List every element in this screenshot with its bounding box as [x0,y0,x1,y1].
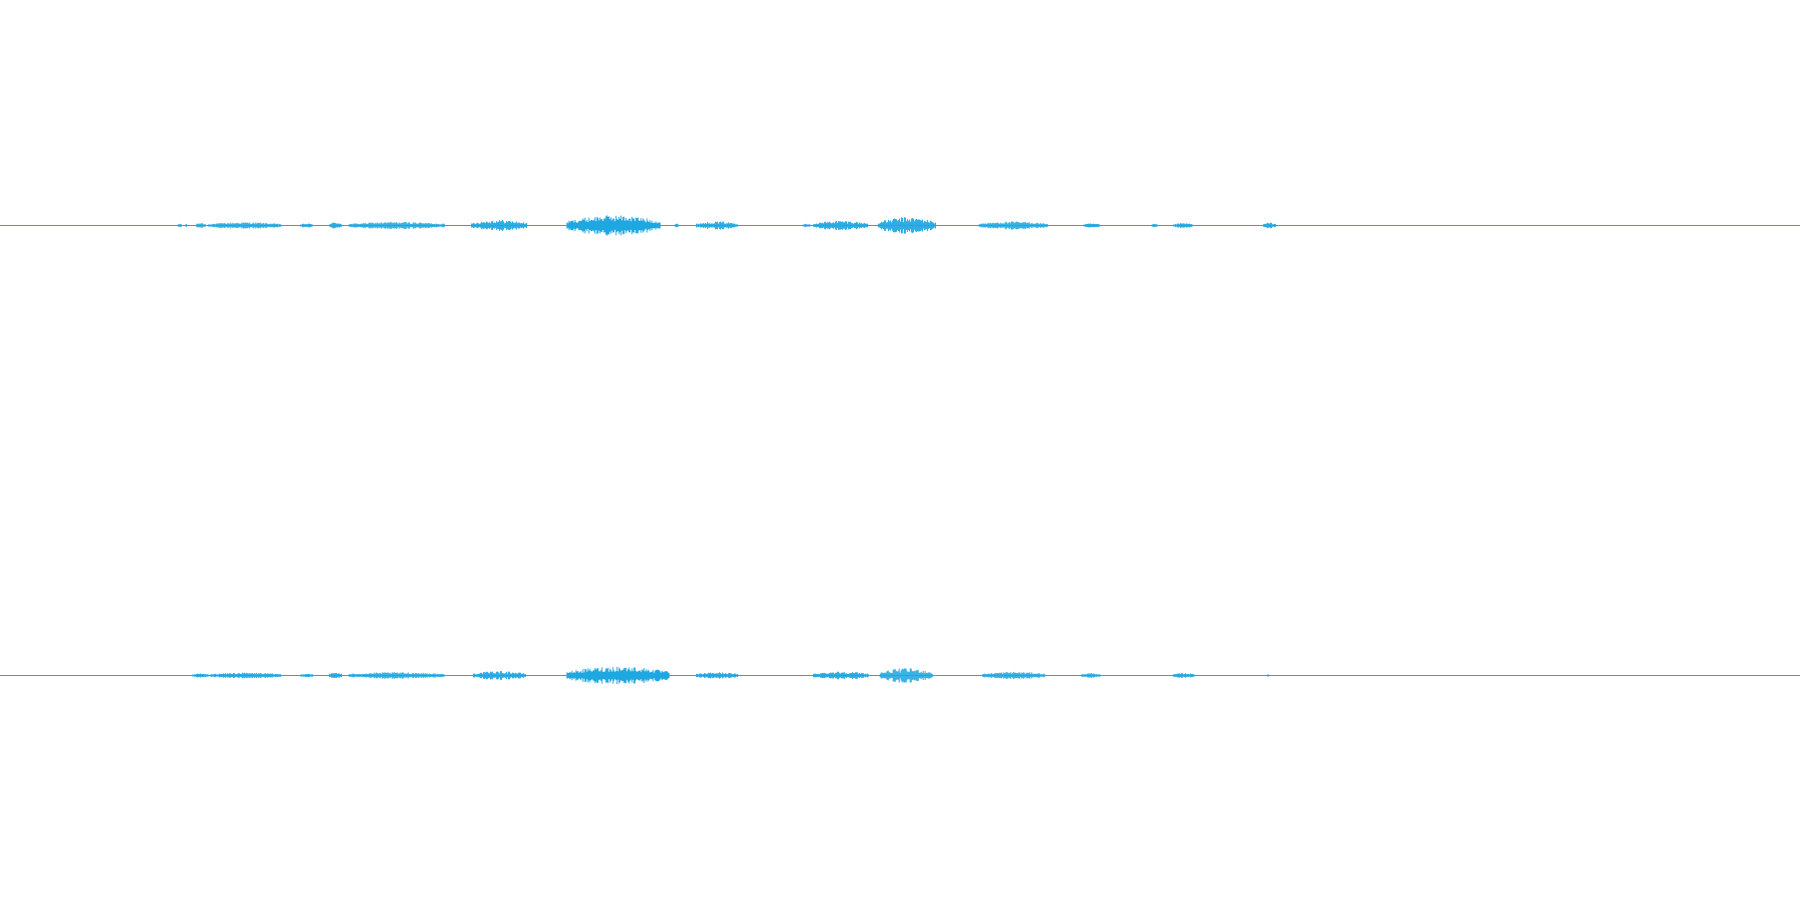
waveform-segment [208,222,282,229]
waveform-segment [300,673,314,678]
waveform-channel-2-plot [0,666,1800,685]
waveform-segment [813,671,870,680]
waveform-segment [566,666,670,685]
waveform-segment [210,672,282,679]
waveform-channel-1-plot [0,215,1800,236]
waveform-segment [982,671,1046,680]
waveform-segment [472,671,526,680]
waveform-segment [184,224,187,227]
waveform-channel-1 [0,215,1800,236]
waveform-segment [813,221,869,230]
waveform-segment [978,221,1048,230]
waveform-segment [348,221,445,230]
waveform-segment [802,223,811,228]
waveform-segment [328,222,342,229]
waveform-segment [1083,223,1101,228]
waveform-segment [1173,223,1194,228]
waveform-segment [696,672,739,679]
waveform-segment [1263,222,1277,229]
waveform-segment [674,223,679,228]
waveform-segment [348,672,445,679]
waveform-segment [192,673,210,678]
waveform-segment [879,668,933,683]
waveform-segment [300,223,314,228]
waveform-segment [471,220,528,231]
waveform-segment [195,223,206,228]
waveform-segment [566,215,661,236]
waveform-segment [177,223,182,228]
waveform-segment [328,672,342,679]
waveform-segment [1081,673,1101,678]
waveform-segment [1173,673,1196,678]
waveform-segment [1151,223,1158,228]
waveform-segment [877,217,936,234]
waveform-segment [1266,674,1269,677]
waveform-segment [696,221,739,230]
waveform-channel-2 [0,450,1800,900]
